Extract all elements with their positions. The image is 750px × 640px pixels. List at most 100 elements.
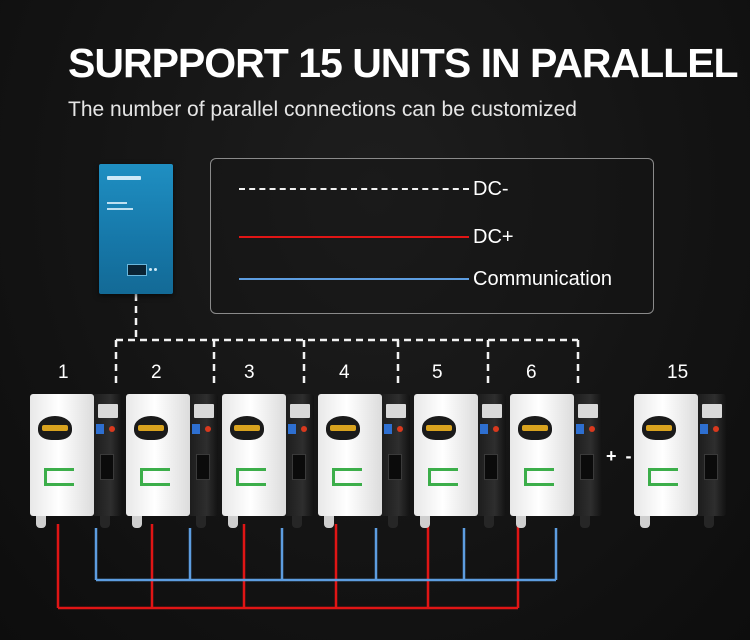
wheel-icon: [388, 516, 398, 528]
battery-cabinet-icon: [634, 394, 726, 530]
terminal-icon: [205, 426, 211, 432]
inverter-led: [154, 268, 157, 271]
brand-logo-band: [646, 425, 672, 431]
brand-logo-icon: [134, 416, 168, 440]
wheel-icon: [196, 516, 206, 528]
battery-cabinet-icon: [414, 394, 506, 530]
legend: DC- DC+ Communication: [210, 158, 654, 314]
battery-port: [100, 454, 114, 480]
battery-cabinet-icon: [30, 394, 122, 530]
battery-front-panel: [634, 394, 698, 516]
brand-logo-icon: [422, 416, 456, 440]
battery-top-panel: [290, 404, 310, 418]
legend-item-dc-minus: DC-: [239, 177, 509, 201]
legend-swatch-dc-plus: [239, 236, 469, 238]
unit-number: 15: [667, 362, 689, 383]
stripe-decoration: [648, 468, 678, 486]
battery-display: [192, 424, 200, 434]
battery-front-panel: [318, 394, 382, 516]
brand-logo-band: [426, 425, 452, 431]
stripe-decoration: [140, 468, 170, 486]
brand-logo-icon: [38, 416, 72, 440]
brand-logo-band: [42, 425, 68, 431]
brand-logo-icon: [326, 416, 360, 440]
battery-cabinet-icon: [510, 394, 602, 530]
inverter-label-line: [107, 202, 127, 204]
wheel-icon: [704, 516, 714, 528]
battery-top-panel: [98, 404, 118, 418]
battery-front-panel: [30, 394, 94, 516]
stripe-decoration: [44, 468, 74, 486]
wheel-icon: [132, 516, 142, 528]
legend-item-communication: Communication: [239, 267, 612, 291]
wheel-icon: [580, 516, 590, 528]
battery-cabinet-icon: [222, 394, 314, 530]
dc-plus-wiring: [56, 524, 520, 610]
battery-display: [96, 424, 104, 434]
wheel-icon: [100, 516, 110, 528]
battery-cabinet-icon: [126, 394, 218, 530]
battery-display: [288, 424, 296, 434]
brand-logo-band: [522, 425, 548, 431]
brand-logo-band: [234, 425, 260, 431]
legend-item-dc-plus: DC+: [239, 225, 514, 249]
inverter-logo: [107, 176, 141, 180]
stripe-decoration: [332, 468, 362, 486]
page-subtitle: The number of parallel connections can b…: [68, 98, 577, 121]
battery-display: [480, 424, 488, 434]
battery-port: [292, 454, 306, 480]
unit-number: 6: [526, 362, 537, 383]
battery-top-panel: [482, 404, 502, 418]
legend-swatch-dc-minus: [239, 188, 469, 190]
legend-label: DC+: [473, 225, 514, 248]
brand-logo-icon: [230, 416, 264, 440]
legend-label: DC-: [473, 177, 509, 200]
terminal-icon: [493, 426, 499, 432]
wheel-icon: [324, 516, 334, 528]
unit-number: 4: [339, 362, 350, 383]
brand-logo-icon: [518, 416, 552, 440]
battery-display: [700, 424, 708, 434]
battery-port: [580, 454, 594, 480]
inverter-label-line: [107, 208, 133, 210]
wheel-icon: [484, 516, 494, 528]
brand-logo-band: [330, 425, 356, 431]
legend-swatch-communication: [239, 278, 469, 280]
brand-logo-icon: [642, 416, 676, 440]
battery-front-panel: [126, 394, 190, 516]
terminal-icon: [397, 426, 403, 432]
inverter-display: [127, 264, 147, 276]
battery-top-panel: [194, 404, 214, 418]
unit-number: 5: [432, 362, 443, 383]
battery-port: [388, 454, 402, 480]
terminal-icon: [109, 426, 115, 432]
battery-front-panel: [414, 394, 478, 516]
battery-port: [704, 454, 718, 480]
brand-logo-band: [138, 425, 164, 431]
page-title: SURPPORT 15 UNITS IN PARALLEL: [68, 40, 739, 86]
wheel-icon: [36, 516, 46, 528]
battery-cabinet-icon: [318, 394, 410, 530]
unit-number: 2: [151, 362, 162, 383]
battery-port: [196, 454, 210, 480]
stripe-decoration: [236, 468, 266, 486]
dc-minus-wiring: [114, 294, 580, 386]
wheel-icon: [640, 516, 650, 528]
legend-label: Communication: [473, 267, 612, 290]
continuation-symbol: + -: [606, 446, 634, 466]
battery-port: [484, 454, 498, 480]
battery-top-panel: [386, 404, 406, 418]
stripe-decoration: [428, 468, 458, 486]
battery-front-panel: [510, 394, 574, 516]
terminal-icon: [301, 426, 307, 432]
unit-number: 3: [244, 362, 255, 383]
battery-display: [576, 424, 584, 434]
wheel-icon: [420, 516, 430, 528]
stripe-decoration: [524, 468, 554, 486]
unit-number: 1: [58, 362, 69, 383]
terminal-icon: [589, 426, 595, 432]
inverter-led: [149, 268, 152, 271]
battery-top-panel: [702, 404, 722, 418]
battery-display: [384, 424, 392, 434]
